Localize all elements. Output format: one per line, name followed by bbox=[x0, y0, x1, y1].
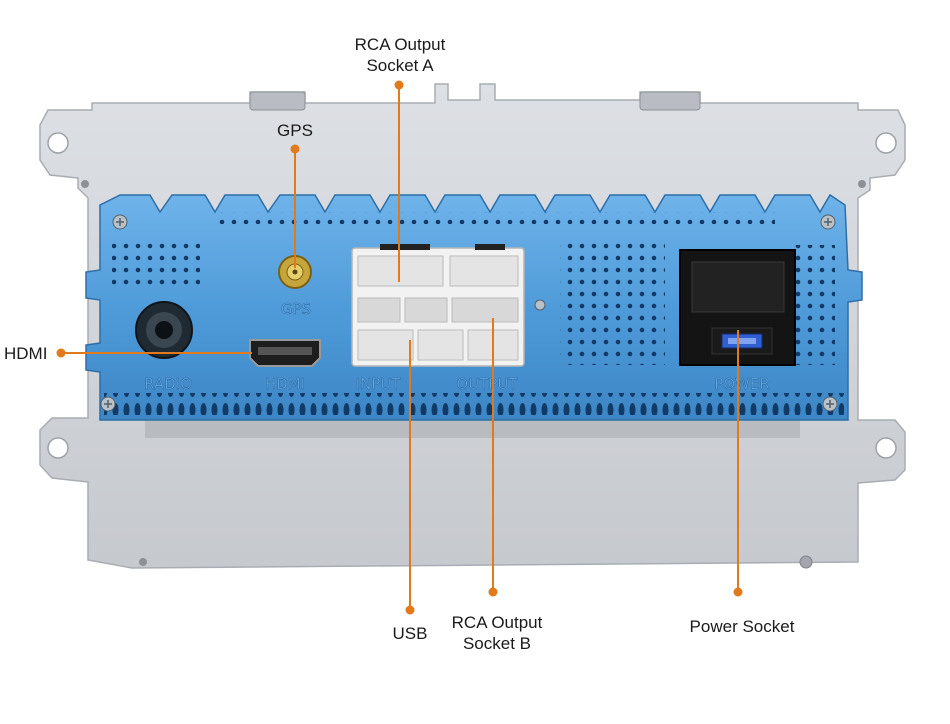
screw-icon bbox=[822, 396, 838, 412]
embossed-radio: RADIO bbox=[144, 375, 192, 393]
callout-rca-a-line2: Socket A bbox=[366, 56, 434, 75]
antenna-connector-icon bbox=[278, 255, 312, 289]
callout-rca-output-socket-b: RCA Output Socket B bbox=[432, 612, 562, 654]
embossed-output: OUTPUT bbox=[456, 375, 518, 393]
embossed-hdmi: HDMI bbox=[265, 375, 305, 393]
screw-icon bbox=[100, 396, 116, 412]
leader-rca-b bbox=[488, 318, 498, 597]
callout-hdmi: HDMI bbox=[4, 343, 54, 364]
leader-rca-a bbox=[394, 80, 404, 282]
callout-rca-b-line2: Socket B bbox=[462, 634, 532, 653]
screw-icon bbox=[112, 214, 128, 230]
callout-power-label: Power Socket bbox=[689, 617, 795, 636]
screw-icon bbox=[820, 214, 836, 230]
callout-rca-a-line1: RCA Output bbox=[354, 35, 446, 54]
embossed-input: INPUT bbox=[356, 375, 402, 393]
callout-gps-label: GPS bbox=[277, 121, 313, 140]
callout-power-socket: Power Socket bbox=[672, 616, 812, 637]
embossed-gps: GPS bbox=[281, 300, 311, 318]
leader-lines bbox=[56, 80, 743, 615]
hdmi-port-icon bbox=[249, 339, 321, 367]
embossed-power: POWER bbox=[714, 375, 770, 393]
callout-rca-output-socket-a: RCA Output Socket A bbox=[335, 34, 465, 76]
callout-usb: USB bbox=[385, 623, 435, 644]
fuse-icon bbox=[721, 333, 763, 349]
leader-power bbox=[733, 330, 743, 597]
callout-hdmi-label: HDMI bbox=[4, 344, 48, 363]
connector-block bbox=[351, 244, 525, 367]
embossed-labels: GPS RADIO HDMI INPUT OUTPUT POWER bbox=[144, 300, 770, 394]
callout-rca-b-line1: RCA Output bbox=[451, 613, 543, 632]
leader-hdmi bbox=[56, 348, 252, 358]
screw-icon bbox=[534, 299, 546, 311]
callout-usb-label: USB bbox=[392, 624, 428, 643]
callout-gps: GPS bbox=[265, 120, 325, 141]
radio-port-icon bbox=[135, 301, 193, 359]
leader-usb bbox=[405, 340, 415, 615]
leader-gps bbox=[290, 144, 300, 268]
